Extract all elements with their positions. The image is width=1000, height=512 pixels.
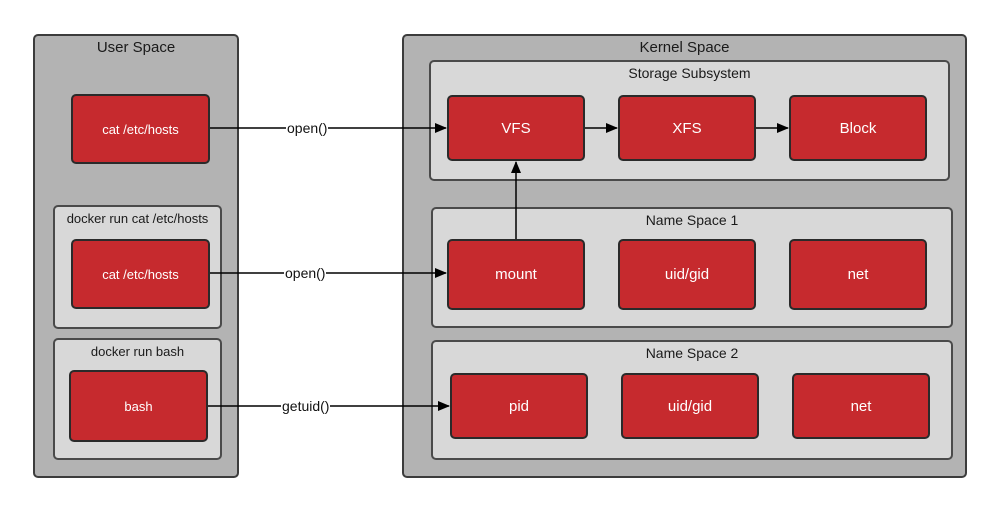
ns1-uid-gid-box[interactable]: uid/gid [618,239,756,310]
name-space-1-title: Name Space 1 [645,212,739,228]
ns2-pid-box[interactable]: pid [450,373,588,439]
name-space-2-title: Name Space 2 [645,345,739,361]
storage-subsystem-title: Storage Subsystem [628,65,751,81]
open-call-label-1: open() [286,120,329,136]
ns1-mount-box[interactable]: mount [447,239,585,310]
docker-run-bash-title: docker run bash [90,344,185,359]
xfs-box[interactable]: XFS [618,95,756,161]
vfs-box[interactable]: VFS [447,95,585,161]
getuid-call-label: getuid() [281,398,331,414]
container-cat-hosts-process[interactable]: cat /etc/hosts [71,239,210,309]
user-space-title: User Space [96,39,176,56]
ns2-net-box[interactable]: net [792,373,930,439]
bash-process[interactable]: bash [69,370,208,442]
ns1-net-box[interactable]: net [789,239,927,310]
ns2-uid-gid-box[interactable]: uid/gid [621,373,759,439]
cat-hosts-process[interactable]: cat /etc/hosts [71,94,210,164]
open-call-label-2: open() [284,265,327,281]
docker-run-cat-title: docker run cat /etc/hosts [66,211,209,226]
block-box[interactable]: Block [789,95,927,161]
kernel-space-title: Kernel Space [639,39,730,56]
